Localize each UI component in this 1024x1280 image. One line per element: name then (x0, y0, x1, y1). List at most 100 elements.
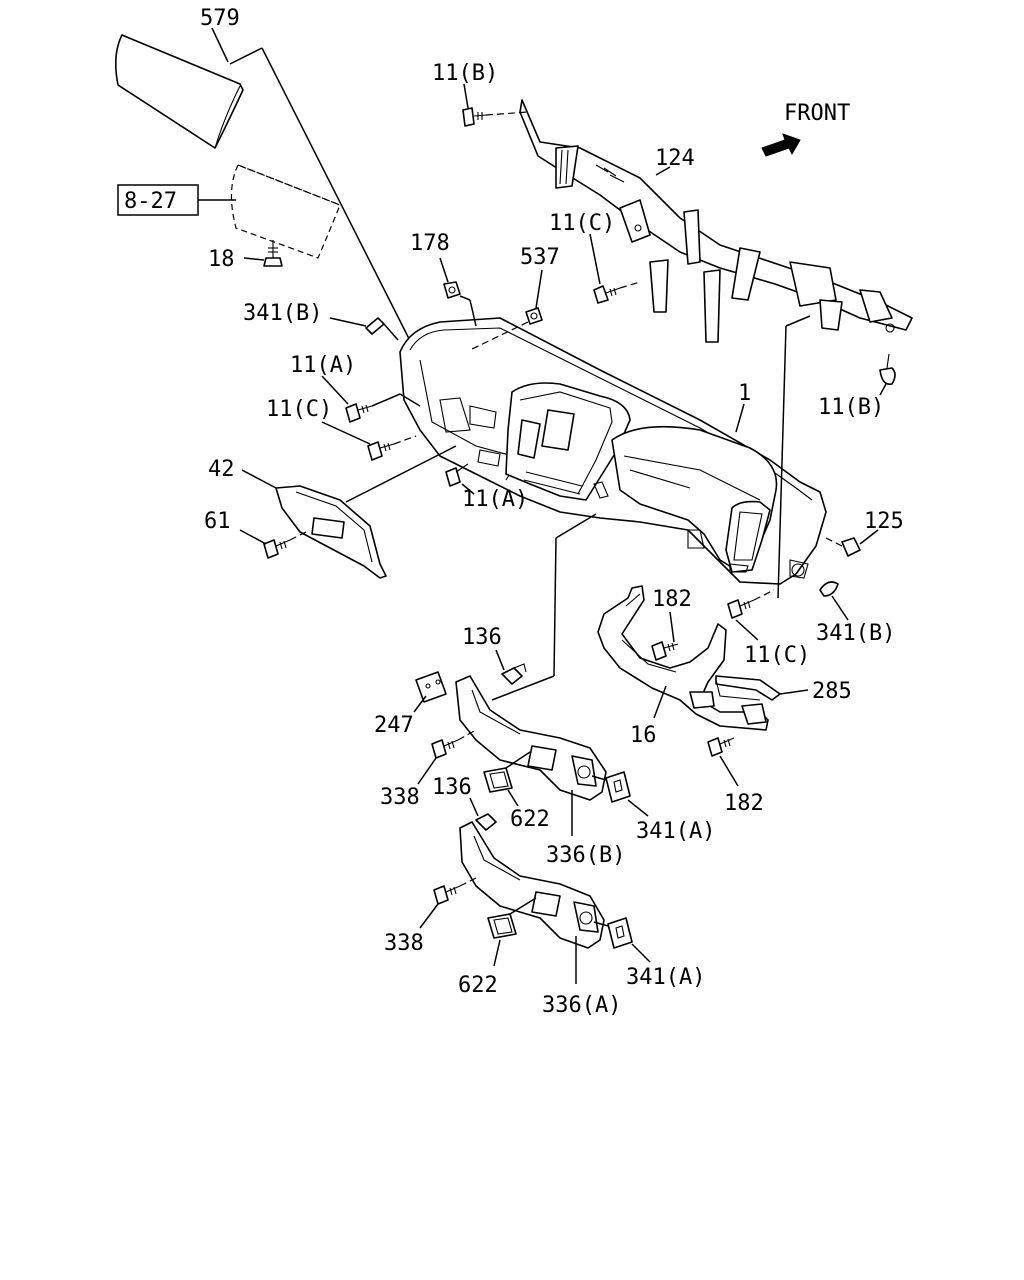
front-arrow-icon (761, 133, 801, 157)
leader-11a-left-3 (399, 393, 421, 407)
label-341a-top: 341(A) (636, 819, 715, 844)
leader-16 (653, 685, 667, 719)
leader-178 (439, 257, 449, 283)
leader-1 (735, 403, 745, 433)
part-airbag-cover-579 (114, 34, 244, 149)
leader-285 (779, 689, 809, 695)
nut-178 (443, 281, 461, 299)
cap-341a-bottom (607, 917, 633, 949)
leader-178-dash (459, 295, 471, 301)
label-125: 125 (864, 509, 904, 534)
bolt-11a-left (345, 403, 373, 423)
leader-11c-right (735, 619, 759, 641)
leader-11c-left-dash (393, 435, 417, 445)
part-bracket-285 (715, 675, 781, 701)
label-579: 579 (200, 6, 240, 31)
leader-622-bottom-2 (509, 897, 537, 915)
bolt-11c-right (727, 599, 755, 619)
leader-125 (859, 529, 879, 545)
switch-622-top (483, 767, 513, 793)
leader-11c-top (589, 233, 601, 285)
leader-11b-top-dash (485, 111, 529, 116)
screw-338-top (431, 739, 459, 759)
leader-182-bottom (719, 755, 739, 787)
clip-136-mid (475, 813, 497, 831)
leader-341a-bottom-2 (593, 921, 609, 927)
bolt-11b-right (879, 353, 896, 386)
label-341b-right: 341(B) (816, 621, 895, 646)
label-11b-top: 11(B) (432, 61, 498, 86)
label-338-bottom: 338 (384, 931, 424, 956)
part-lower-trim-336b (455, 675, 607, 801)
leader-341b-right (831, 595, 849, 621)
label-11c-top: 11(C) (549, 211, 615, 236)
leader-622-top (507, 789, 519, 807)
leader-338-top (417, 757, 437, 785)
leader-136-mid (469, 797, 479, 817)
label-16: 16 (630, 723, 657, 748)
label-178: 178 (410, 231, 450, 256)
front-label: FRONT (784, 101, 850, 126)
leader-18 (243, 257, 265, 261)
label-247: 247 (374, 713, 414, 738)
leader-247 (413, 695, 427, 713)
leader-124-vertical (777, 325, 787, 599)
label-336a: 336(A) (542, 993, 621, 1018)
part-airbag-module-8-27 (230, 164, 341, 259)
leader-11a-left-2 (371, 393, 401, 407)
leader-11a-mid (461, 483, 475, 495)
label-18: 18 (208, 247, 235, 272)
bolt-11c-top (593, 285, 621, 304)
leader-341b-left (329, 317, 367, 327)
leader-11a-left (321, 375, 349, 405)
clip-136-top (501, 663, 527, 685)
nut-537 (525, 307, 543, 325)
label-182-bottom: 182 (724, 791, 764, 816)
leader-341b-left-2 (383, 323, 399, 341)
leader-338-bottom-dash (459, 877, 477, 887)
screw-18 (263, 240, 283, 267)
cap-341a-top (605, 771, 631, 803)
leader-579-top (229, 47, 263, 65)
leader-61 (239, 529, 267, 545)
cap-341b-right (819, 581, 839, 597)
label-136-top: 136 (462, 625, 502, 650)
label-341b-left: 341(B) (243, 301, 322, 326)
leader-dash-to-trim-v (553, 537, 557, 677)
leader-579 (211, 27, 229, 63)
label-11a-left: 11(A) (290, 353, 356, 378)
label-42: 42 (208, 457, 235, 482)
label-336b: 336(B) (546, 843, 625, 868)
clip-125 (841, 537, 861, 557)
label-61: 61 (204, 509, 231, 534)
label-338-top: 338 (380, 785, 420, 810)
leader-341a-bottom (631, 943, 651, 963)
bolt-182-top (651, 641, 679, 661)
bolt-11a-mid (445, 463, 469, 487)
part-cross-member-124 (519, 99, 913, 343)
label-622-bottom: 622 (458, 973, 498, 998)
leader-11b-top (463, 83, 469, 109)
leader-11b-right (879, 383, 887, 396)
leader-622-bottom (493, 939, 501, 967)
part-dashboard-1 (399, 317, 827, 585)
label-124: 124 (655, 146, 695, 171)
screw-338-bottom (433, 885, 461, 905)
bolt-11c-left (367, 441, 395, 461)
leader-125-dash (825, 537, 843, 547)
leader-341a-top-2 (591, 775, 607, 781)
plate-247 (415, 671, 447, 703)
leader-dash-to-trim-2 (491, 675, 555, 701)
label-341a-bottom: 341(A) (626, 965, 705, 990)
leader-11c-left (321, 421, 371, 445)
label-1: 1 (738, 381, 751, 406)
leader-11c-top-dash (619, 281, 641, 289)
leader-338-top-dash (457, 729, 477, 741)
label-11c-right: 11(C) (744, 643, 810, 668)
leader-136-top (495, 649, 505, 671)
leader-341a-top (627, 799, 649, 817)
label-11c-left: 11(C) (266, 397, 332, 422)
leader-61-dash (289, 531, 307, 541)
label-136-mid: 136 (432, 775, 472, 800)
